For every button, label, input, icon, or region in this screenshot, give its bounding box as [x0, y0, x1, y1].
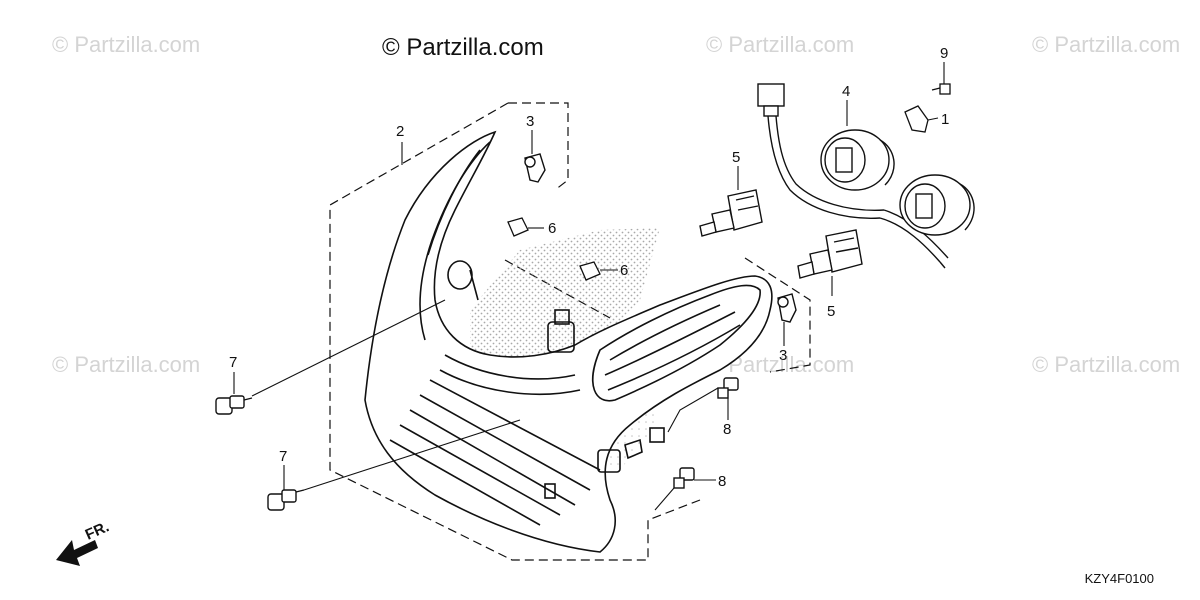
callout-8-upper: 8 — [723, 421, 731, 438]
diagram-code: KZY4F0100 — [1084, 571, 1154, 586]
clip-part-3-lower — [777, 293, 797, 323]
watermark-top-mid: © Partzilla.com — [706, 32, 855, 57]
screw-part-8-upper — [717, 377, 739, 399]
watermark-top-right: © Partzilla.com — [1032, 32, 1181, 57]
partzilla-brand-mark: © Partzilla.com — [382, 34, 544, 61]
clip-part-3-upper — [524, 153, 546, 183]
screw-part-9 — [931, 83, 951, 95]
screw-part-8-lower — [673, 467, 695, 489]
callout-numbers: 9 4 1 5 5 3 3 2 6 6 7 7 8 8 — [229, 45, 949, 490]
callout-5-lower: 5 — [827, 303, 835, 320]
callout-3-lower: 3 — [779, 347, 787, 364]
callout-6-lower: 6 — [620, 262, 628, 279]
front-arrow-label: FR. — [83, 518, 112, 543]
clip-nut-part-6-lower — [579, 261, 601, 281]
bolt-part-7-upper — [215, 395, 253, 415]
callout-9: 9 — [940, 45, 948, 62]
watermark-mid-right: © Partzilla.com — [1032, 352, 1181, 377]
bolt-part-7-lower — [267, 489, 305, 511]
watermark-mid-left: © Partzilla.com — [52, 352, 201, 377]
callout-7-lower: 7 — [279, 448, 287, 465]
callout-7-upper: 7 — [229, 354, 237, 371]
leader-lines — [233, 62, 945, 511]
callout-1: 1 — [941, 111, 949, 128]
callout-2: 2 — [396, 123, 404, 140]
callout-8-lower: 8 — [718, 473, 726, 490]
callout-5-upper: 5 — [732, 149, 740, 166]
callout-6-upper: 6 — [548, 220, 556, 237]
watermark-top-left: © Partzilla.com — [52, 32, 201, 57]
callout-3-upper: 3 — [526, 113, 534, 130]
bulb-socket-part-5-upper — [699, 189, 763, 237]
clip-nut-part-6-upper — [507, 217, 529, 237]
bulb-socket-part-5-lower — [797, 229, 863, 279]
wiring-harness-part-4 — [757, 83, 975, 269]
callout-4: 4 — [842, 83, 850, 100]
band-clamp-part-1 — [904, 105, 929, 133]
front-direction-arrow: FR. — [56, 518, 112, 566]
headlight-housing — [364, 130, 773, 553]
